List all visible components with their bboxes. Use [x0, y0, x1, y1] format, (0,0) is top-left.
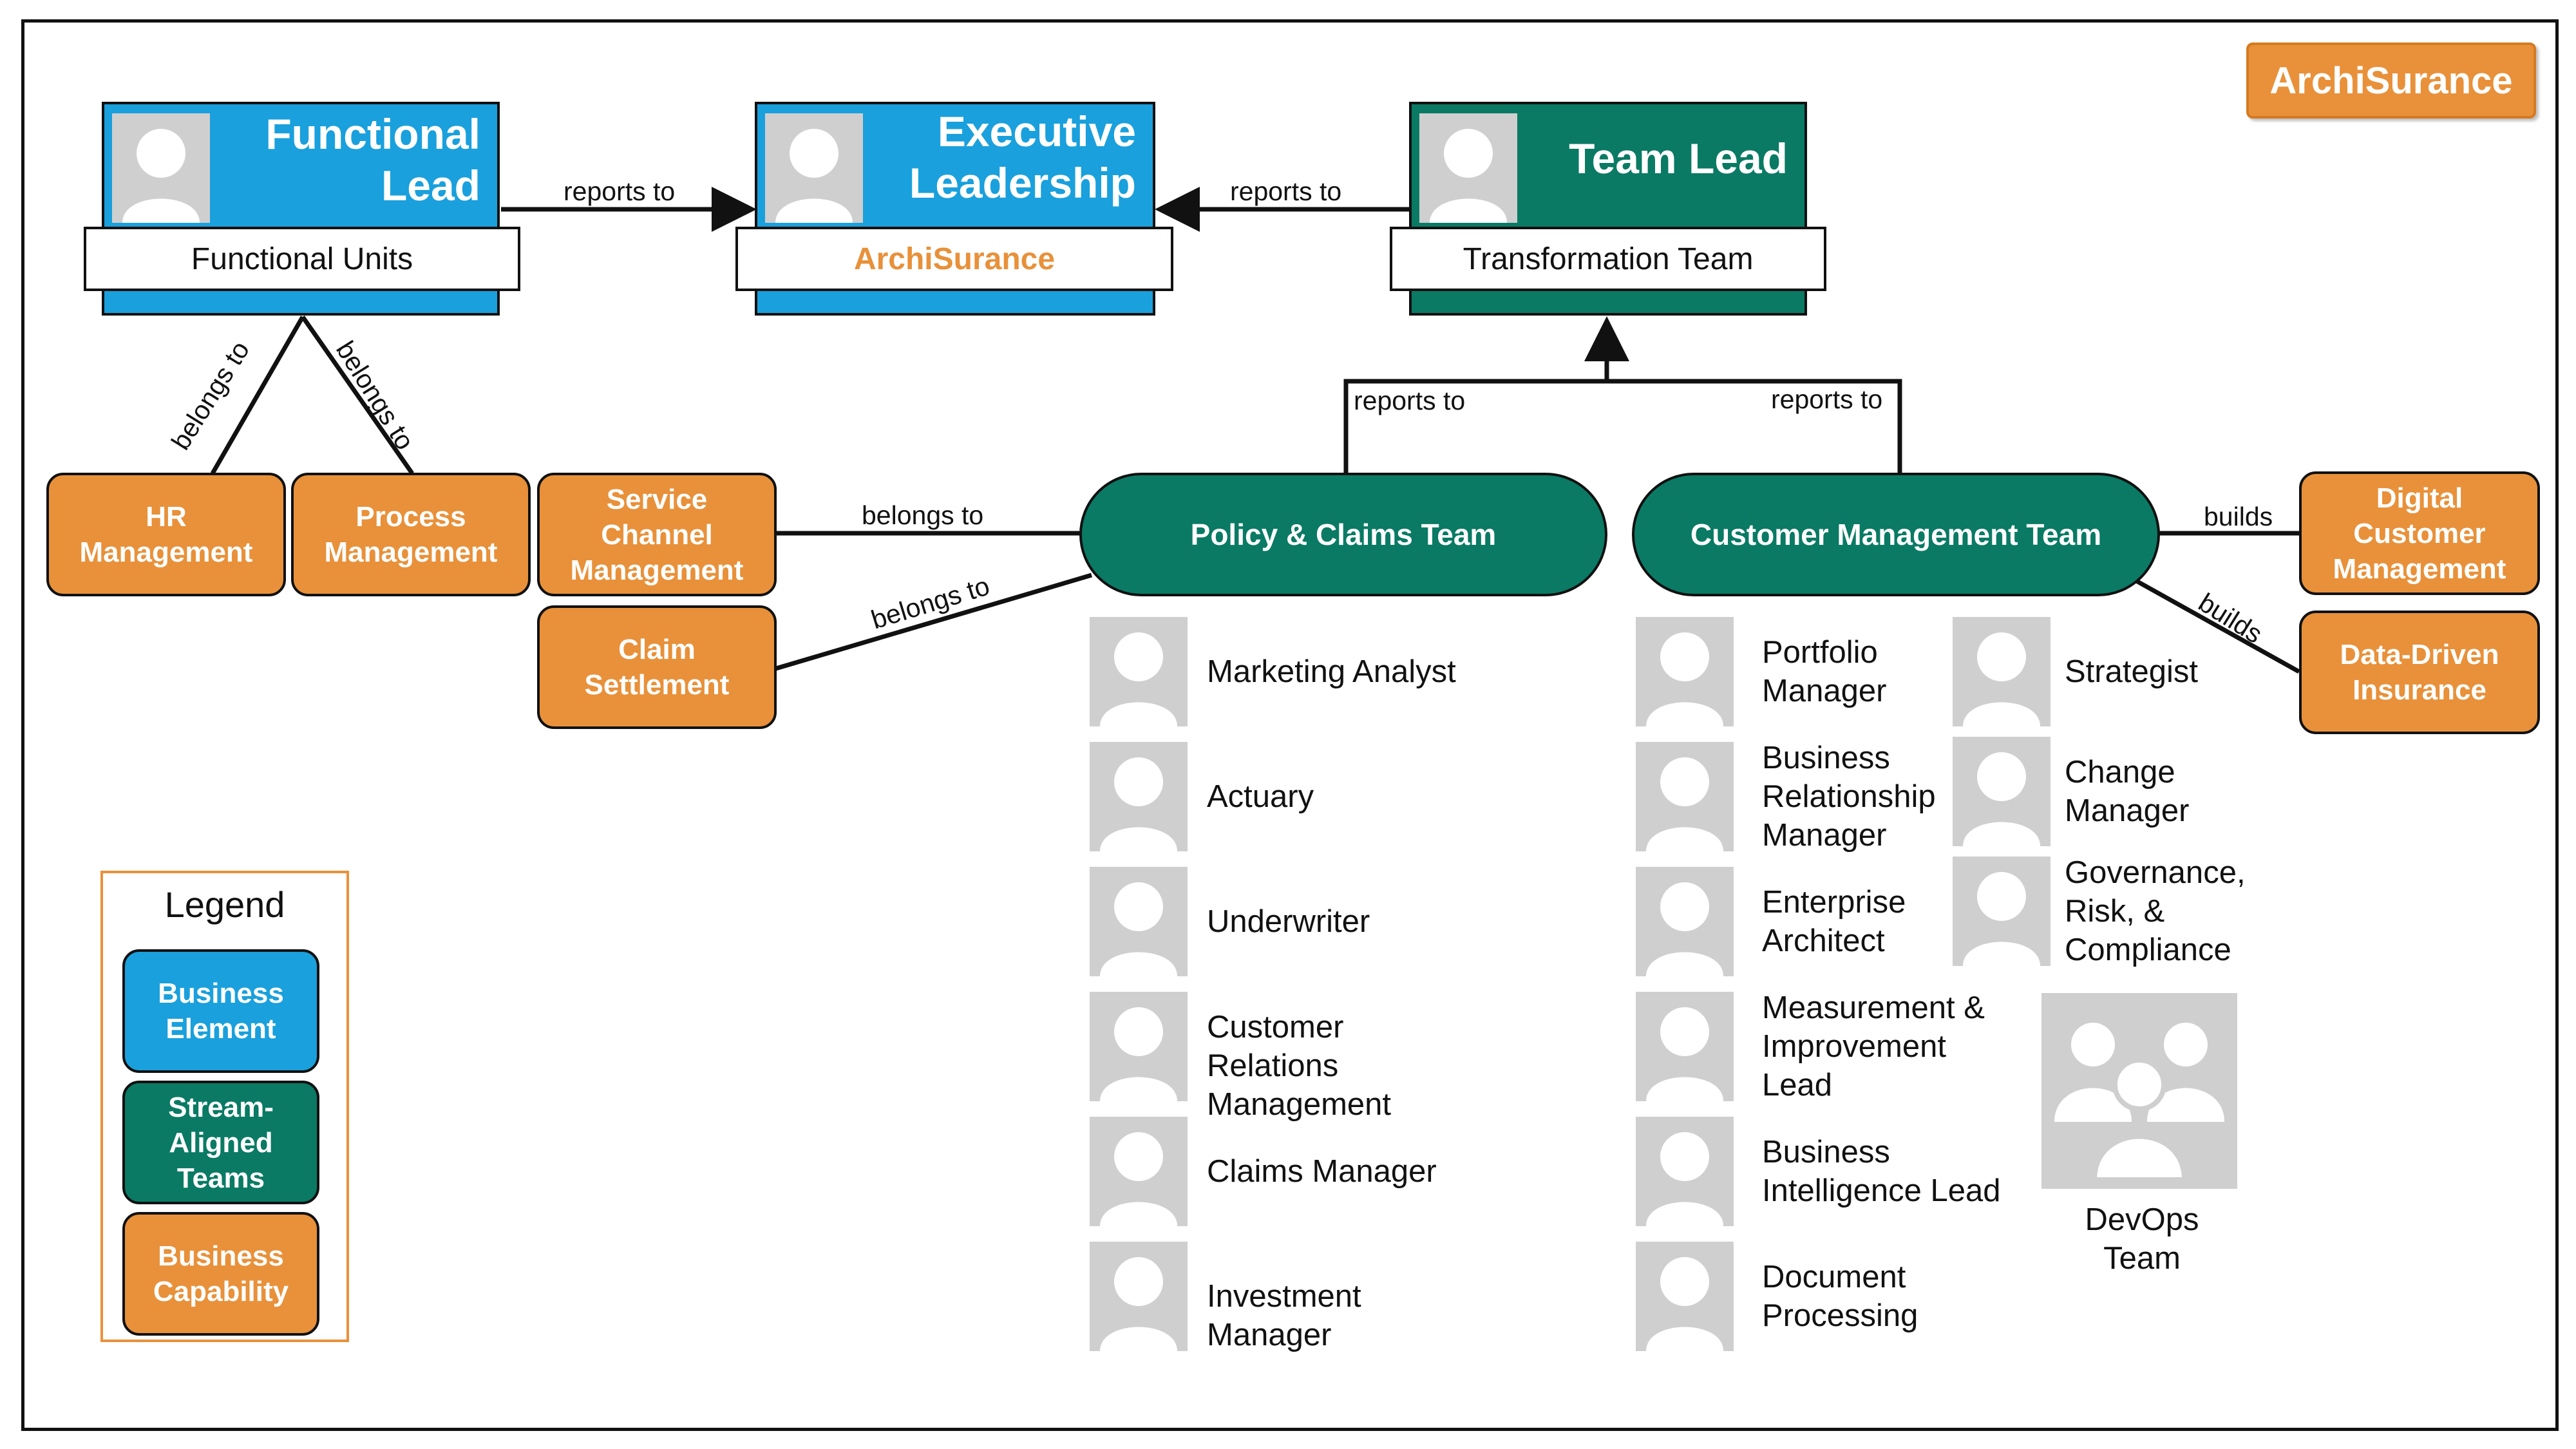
person-icon: [1646, 757, 1723, 851]
edge-process-belongs: [301, 315, 414, 475]
edge-builds-data-driven: [2130, 576, 2300, 674]
member-label: Enterprise Architect: [1762, 885, 1906, 958]
label-reports-to-4: reports to: [1771, 384, 1883, 414]
person-icon: [1100, 757, 1177, 851]
person-icon: [1963, 752, 2040, 846]
member-label: Marketing Analyst: [1207, 654, 1456, 689]
capability-hr-management: HR Management: [46, 473, 286, 596]
member-avatar: [1090, 617, 1188, 726]
archisurance-label: ArchiSurance: [853, 242, 1056, 276]
functional-units-ribbon: Functional Units: [84, 227, 520, 291]
label-belongs-to-service: belongs to: [862, 500, 984, 530]
member-label: Actuary: [1207, 779, 1314, 814]
functional-units-label: Functional Units: [191, 242, 413, 276]
person-icon: [1646, 1007, 1723, 1101]
legend-business-capability: Business Capability: [122, 1212, 319, 1336]
label-reports-to-3: reports to: [1354, 386, 1466, 415]
member-avatar: [1090, 742, 1188, 851]
member-avatar: [1090, 1242, 1188, 1351]
member-avatar: [1090, 867, 1188, 976]
capability-process-management: Process Management: [291, 473, 531, 596]
member-label: Governance, Risk, & Compliance: [2065, 855, 2246, 967]
devops-label: DevOps Team: [2085, 1202, 2199, 1276]
member-label: Underwriter: [1207, 904, 1370, 939]
person-icon: [1646, 632, 1723, 726]
legend-title: Legend: [164, 884, 285, 925]
team-lead-title: Team Lead: [1569, 135, 1788, 182]
avatar: [1419, 113, 1517, 223]
team-customer-management-label: Customer Management Team: [1690, 518, 2102, 551]
functional-lead-title: Functional Lead: [265, 110, 480, 209]
team-policy-claims-label: Policy & Claims Team: [1190, 518, 1497, 551]
capability-digital-customer-management: Digital Customer Management: [2299, 471, 2540, 595]
member-label: Customer Relations Management: [1207, 1010, 1392, 1122]
member-avatar: [1090, 1117, 1188, 1226]
brand-text: ArchiSurance: [2269, 59, 2513, 102]
person-icon: [1100, 632, 1177, 726]
legend: Legend Business Element Stream- Aligned …: [100, 871, 349, 1342]
capability-data-driven-insurance: Data-Driven Insurance: [2299, 611, 2540, 734]
avatar: [112, 113, 210, 223]
member-label: Business Intelligence Lead: [1762, 1135, 2001, 1208]
edge-claim-settlement-belongs: [775, 573, 1092, 671]
member-avatar: [1090, 992, 1188, 1101]
person-icon: [1430, 129, 1507, 223]
brand-badge: ArchiSurance: [2246, 43, 2536, 118]
transformation-team-ribbon: Transformation Team: [1390, 227, 1826, 291]
team-policy-claims: Policy & Claims Team: [1079, 473, 1607, 596]
transformation-team-label: Transformation Team: [1463, 242, 1754, 276]
member-label: Portfolio Manager: [1762, 635, 1887, 708]
member-label: Investment Manager: [1207, 1279, 1361, 1352]
person-icon: [775, 129, 853, 223]
diagram-frame: [21, 19, 2559, 1431]
member-avatar: [1636, 867, 1734, 976]
label-reports-to-1: reports to: [564, 176, 676, 206]
member-label: Business Relationship Manager: [1762, 741, 1936, 853]
member-label: Document Processing: [1762, 1260, 1918, 1333]
legend-stream-aligned-teams: Stream- Aligned Teams: [122, 1081, 319, 1204]
person-icon: [1100, 882, 1177, 976]
member-label: Change Manager: [2065, 755, 2190, 828]
person-icon: [1100, 1007, 1177, 1101]
member-avatar: [1953, 737, 2050, 846]
member-label: Claims Manager: [1207, 1154, 1437, 1189]
person-icon: [1646, 882, 1723, 976]
person-icon: [1100, 1257, 1177, 1351]
capability-claim-settlement: Claim Settlement: [537, 605, 777, 729]
person-icon: [1100, 1132, 1177, 1226]
member-avatar: [1636, 992, 1734, 1101]
member-avatar: [1636, 742, 1734, 851]
label-reports-to-2: reports to: [1230, 176, 1342, 206]
person-icon: [1646, 1132, 1723, 1226]
team-customer-management: Customer Management Team: [1632, 473, 2160, 596]
member-label: Strategist: [2065, 654, 2198, 689]
executive-leadership-title: Executive Leadership: [909, 108, 1136, 207]
capability-service-channel-management: Service Channel Management: [537, 473, 777, 596]
avatar: [765, 113, 863, 223]
legend-business-element: Business Element: [122, 949, 319, 1073]
member-avatar: [1953, 857, 2050, 966]
member-label: Measurement & Improvement Lead: [1762, 990, 1985, 1103]
label-builds-1: builds: [2204, 502, 2273, 531]
person-icon: [122, 129, 200, 223]
group-icon: [2054, 1023, 2224, 1182]
devops-avatar: [2041, 993, 2237, 1189]
archisurance-ribbon: ArchiSurance: [735, 227, 1173, 291]
member-avatar: [1636, 1117, 1734, 1226]
member-avatar: [1636, 617, 1734, 726]
member-avatar: [1636, 1242, 1734, 1351]
person-icon: [1963, 872, 2040, 966]
person-icon: [1963, 632, 2040, 726]
edge-hr-belongs: [210, 316, 305, 475]
edge-teams-bracket: [1343, 379, 1902, 475]
person-icon: [1646, 1257, 1723, 1351]
member-avatar: [1953, 617, 2050, 726]
